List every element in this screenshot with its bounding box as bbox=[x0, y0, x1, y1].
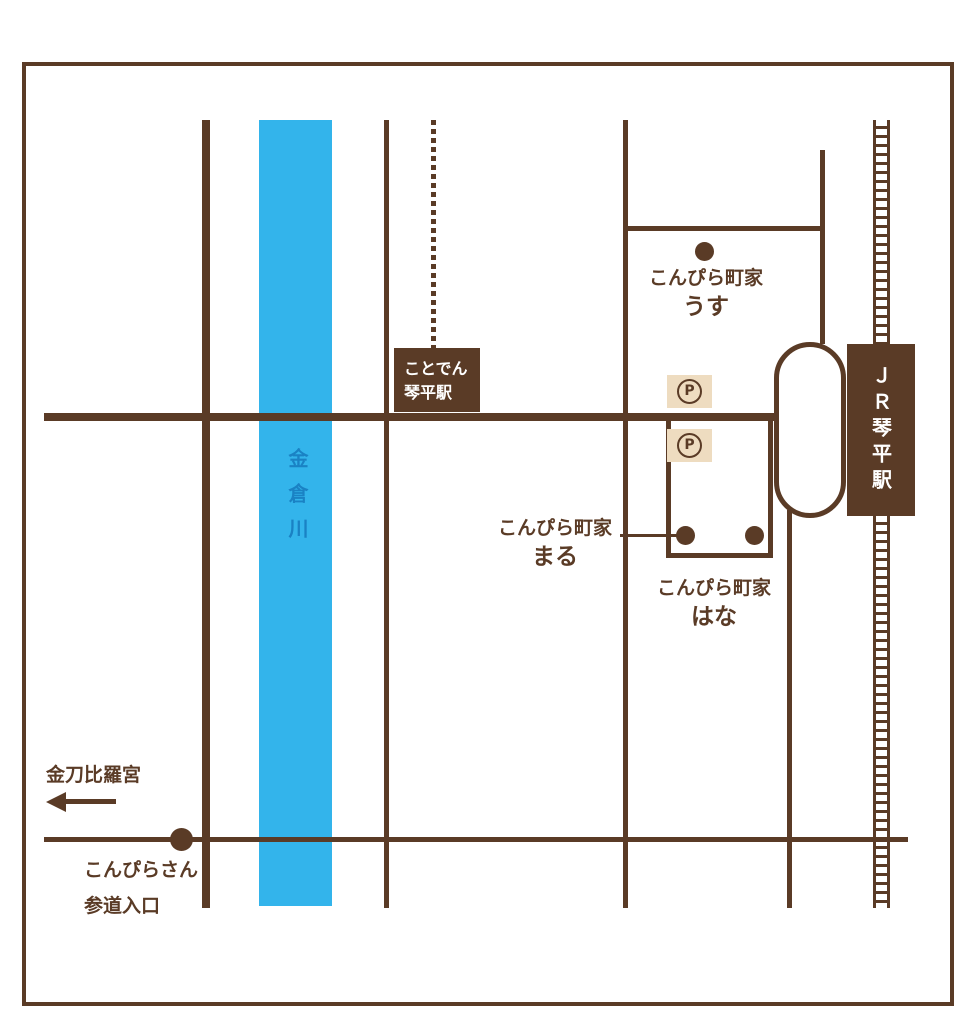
kotoden-railway-line bbox=[431, 120, 436, 350]
road-vertical-center-west bbox=[384, 120, 389, 908]
label-kotohiragu-shrine: 金刀比羅宮 bbox=[46, 764, 142, 786]
road-bottom-horizontal bbox=[44, 837, 908, 842]
marker-dot-hana bbox=[745, 526, 764, 545]
usu-sub: うす bbox=[683, 293, 729, 320]
kotoden-station-label-line2: 琴平駅 bbox=[404, 383, 453, 402]
side-street-bottom bbox=[666, 553, 773, 558]
road-horizontal-northeast bbox=[623, 226, 825, 231]
side-street-right bbox=[768, 421, 773, 558]
station-rotary bbox=[774, 342, 846, 518]
maru-sub: まる bbox=[532, 543, 578, 570]
road-main-horizontal bbox=[44, 413, 778, 421]
river-kanakura bbox=[259, 120, 332, 906]
label-approach-entrance: こんぴらさん 参道入口 bbox=[84, 860, 198, 917]
road-vertical-west bbox=[202, 120, 210, 908]
hana-sub: はな bbox=[691, 603, 737, 630]
jr-station-label: ＪＲ琴平駅 bbox=[868, 365, 893, 495]
maru-name: こんぴら町家 bbox=[497, 517, 612, 539]
road-vertical-center-east bbox=[623, 120, 628, 908]
jr-kotohira-station: ＪＲ琴平駅 bbox=[847, 344, 915, 516]
approach-line1: こんぴらさん bbox=[84, 859, 199, 881]
parking-box-north: P bbox=[667, 375, 712, 408]
label-konpira-machiya-usu: こんぴら町家 うす bbox=[630, 268, 782, 320]
usu-name: こんぴら町家 bbox=[648, 267, 763, 289]
parking-icon: P bbox=[677, 433, 702, 458]
hana-name: こんぴら町家 bbox=[656, 577, 771, 599]
parking-icon: P bbox=[677, 379, 702, 404]
parking-box-south: P bbox=[667, 429, 712, 462]
marker-dot-usu bbox=[695, 242, 714, 261]
river-name-label: 金倉川 bbox=[285, 448, 309, 553]
maru-label-connector-line bbox=[620, 534, 678, 537]
marker-dot-approach-entrance bbox=[170, 828, 193, 851]
label-konpira-machiya-maru: こんぴら町家 まる bbox=[488, 518, 622, 570]
kotoden-station-label-line1: ことでん bbox=[404, 359, 468, 378]
road-vertical-below-rotary bbox=[787, 510, 792, 908]
left-arrow-icon bbox=[64, 799, 116, 804]
road-vertical-northeast bbox=[820, 150, 825, 344]
map-border-frame bbox=[22, 62, 954, 1006]
marker-dot-maru bbox=[676, 526, 695, 545]
label-konpira-machiya-hana: こんぴら町家 はな bbox=[638, 578, 790, 630]
kotoden-kotohira-station: ことでん 琴平駅 bbox=[394, 348, 480, 412]
side-street-left bbox=[666, 421, 671, 558]
left-arrow-icon bbox=[46, 792, 66, 812]
approach-line2: 参道入口 bbox=[84, 894, 161, 917]
